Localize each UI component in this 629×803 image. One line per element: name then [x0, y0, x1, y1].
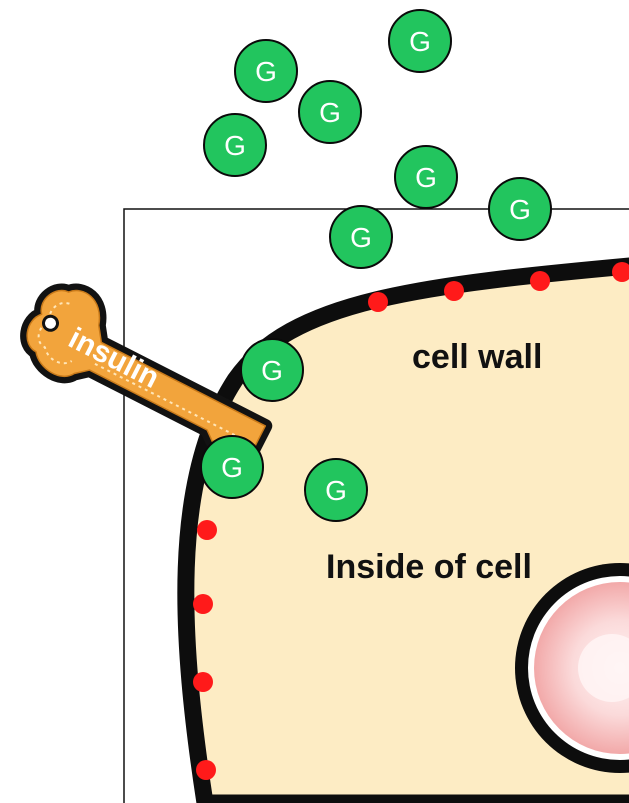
glucose-molecule: G: [241, 339, 303, 401]
glucose-molecule: G: [389, 10, 451, 72]
glucose-molecule: G: [330, 206, 392, 268]
svg-text:G: G: [319, 97, 341, 128]
svg-text:G: G: [224, 130, 246, 161]
svg-text:G: G: [509, 194, 531, 225]
svg-text:G: G: [350, 222, 372, 253]
glucose-molecule: G: [305, 459, 367, 521]
svg-text:G: G: [221, 452, 243, 483]
svg-text:G: G: [325, 475, 347, 506]
svg-text:G: G: [261, 355, 283, 386]
svg-text:G: G: [255, 56, 277, 87]
receptor-dot: [193, 672, 213, 692]
receptor-dot: [193, 594, 213, 614]
receptor-dot: [197, 520, 217, 540]
glucose-molecule: G: [235, 40, 297, 102]
glucose-molecule: G: [395, 146, 457, 208]
svg-text:G: G: [415, 162, 437, 193]
svg-text:G: G: [409, 26, 431, 57]
receptor-dot: [196, 760, 216, 780]
glucose-molecule: G: [201, 436, 263, 498]
inside-of-cell-label: Inside of cell: [326, 548, 532, 586]
glucose-molecule: G: [204, 114, 266, 176]
glucose-molecule: G: [489, 178, 551, 240]
cell-wall-label: cell wall: [412, 338, 542, 376]
glucose-molecule: G: [299, 81, 361, 143]
receptor-dot: [368, 292, 388, 312]
receptor-dot: [530, 271, 550, 291]
receptor-dot: [444, 281, 464, 301]
